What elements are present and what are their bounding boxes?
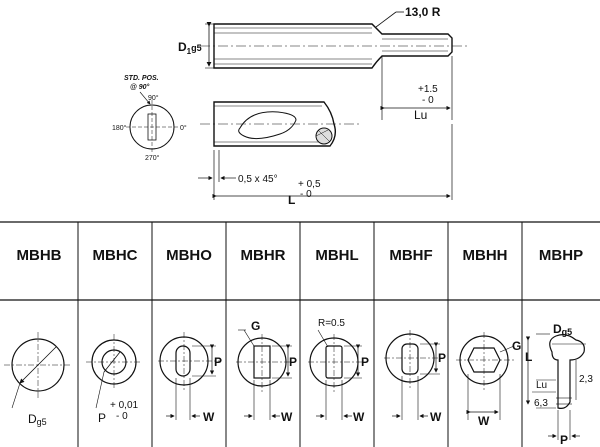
lu-dimension: [380, 56, 453, 120]
length-tol-plus: + 0,5: [298, 179, 321, 190]
lu-label: Lu: [414, 108, 427, 122]
profile-mbhc: [86, 334, 142, 409]
profile-mbhr: [236, 329, 292, 420]
std-pos-line2: @ 90°: [130, 83, 150, 91]
r-label-mbhl: R=0.5: [318, 318, 345, 329]
diameter-label: D1g5: [178, 40, 202, 56]
col-header-mbho: MBHO: [166, 247, 212, 264]
g-label-mbhh: G: [512, 339, 521, 353]
w-label-mbho: W: [203, 410, 215, 424]
p-label-mbhc: P: [98, 411, 106, 425]
w-label-mbhr: W: [281, 410, 293, 424]
col-header-mbhh: MBHH: [463, 247, 508, 264]
lu-label-mbhp: Lu: [536, 380, 547, 391]
p-label-mbhr: P: [289, 355, 297, 369]
p-label-mbhp: P: [560, 433, 568, 447]
v63-label: 6,3: [534, 398, 548, 409]
chamfer-label: 0,5 x 45°: [238, 174, 278, 185]
w-label-mbhh: W: [478, 414, 490, 428]
v23-label: 2,3: [579, 374, 593, 385]
angle-bottom: 270°: [145, 154, 160, 162]
p-tol-plus: + 0,01: [110, 400, 139, 411]
w-label-mbhf: W: [430, 410, 442, 424]
profile-mbhp: [525, 333, 586, 440]
d-g5-label: Dg5: [28, 412, 47, 427]
profile-table: [0, 221, 600, 447]
w-label-mbhl: W: [353, 410, 365, 424]
col-header-mbhp: MBHP: [539, 247, 583, 264]
std-pos-diagram: [126, 91, 178, 154]
col-header-mbhr: MBHR: [241, 247, 286, 264]
g-label-mbhr: G: [251, 319, 260, 333]
profile-mbhb: [4, 332, 72, 409]
length-dimension: [212, 124, 453, 200]
col-header-mbhc: MBHC: [93, 247, 138, 264]
std-pos-line1: STD. POS.: [124, 75, 159, 82]
col-header-mbhl: MBHL: [315, 247, 358, 264]
chamfer-dimension: [198, 150, 236, 200]
lu-tol-minus: - 0: [422, 95, 434, 106]
bar-side-view: [200, 11, 470, 69]
lu-tol-plus: +1.5: [418, 84, 438, 95]
p-tol-minus: - 0: [116, 411, 128, 422]
length-label: L: [288, 193, 295, 207]
col-header-mbhb: MBHB: [17, 247, 62, 264]
p-label-mbhl: P: [361, 355, 369, 369]
profile-mbho: [158, 332, 220, 420]
angle-top: 90°: [148, 94, 159, 102]
col-header-mbhf: MBHF: [389, 247, 432, 264]
p-label-mbhf: P: [438, 351, 446, 365]
l-label-mbhp: L: [525, 350, 532, 364]
length-tol-minus: - 0: [300, 189, 312, 200]
angle-right: 0°: [180, 124, 187, 132]
profile-mbhf: [384, 330, 440, 420]
profile-mbhh: [456, 332, 515, 420]
radius-label: 13,0 R: [405, 5, 441, 19]
d-g5-label-mbhp: Dg5: [553, 322, 572, 337]
p-label-mbho: P: [214, 355, 222, 369]
bar-insert-view: [200, 101, 360, 147]
angle-left: 180°: [112, 124, 127, 132]
profile-mbhl: [308, 329, 364, 420]
